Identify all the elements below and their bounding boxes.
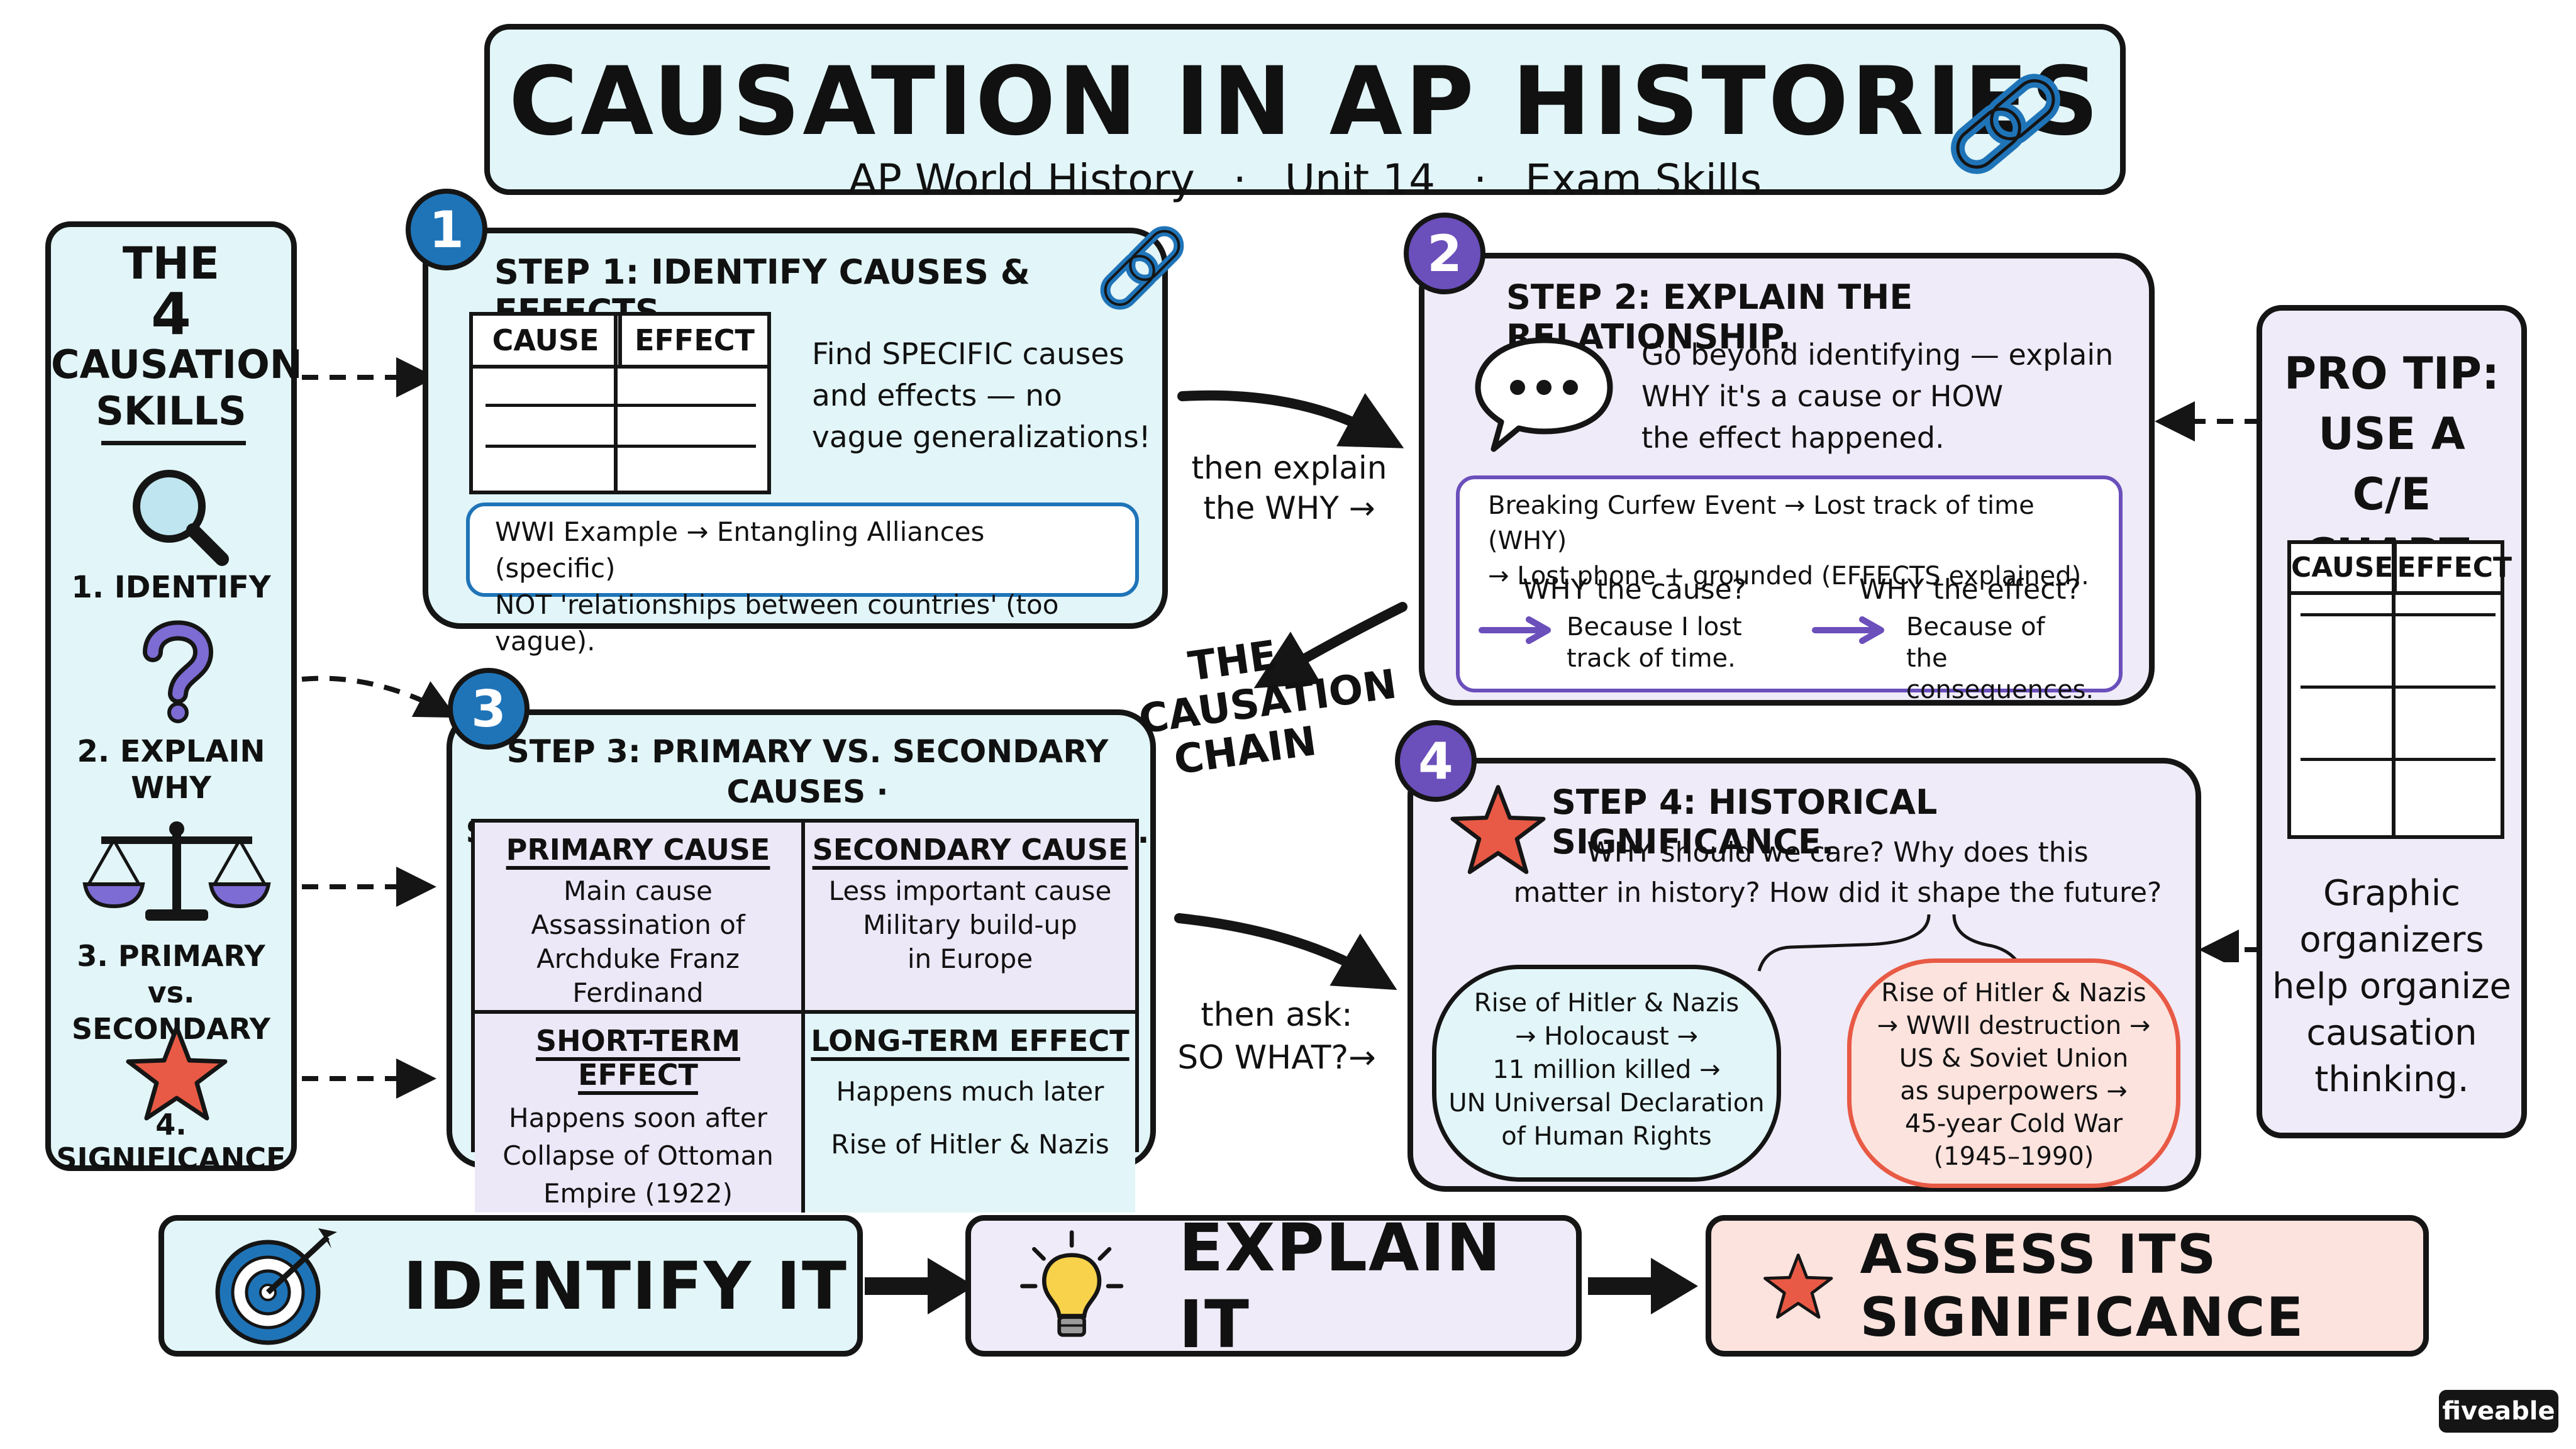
primary-cause-cell: PRIMARY CAUSE Main cause Assassination o… [475, 823, 805, 1014]
why-cause-question: WHY the cause? [1523, 574, 1747, 606]
skill-identify-label: 1. IDENTIFY [71, 570, 271, 605]
pro-tip-connector-arrows [2155, 401, 2261, 962]
step3-card: STEP 3: PRIMARY vs. SECONDARY CAUSES · S… [447, 709, 1156, 1213]
step1-description: Find SPECIFIC causes and effects — no va… [812, 337, 1151, 455]
step3-badge: 3 [448, 668, 530, 750]
step2-description: Go beyond identifying — explain WHY it's… [1641, 338, 2114, 455]
table-header-effect: EFFECT [2397, 552, 2512, 584]
step4-description: WHY should we care? Why does this matter… [1513, 836, 2162, 909]
why-effect-question: WHY the effect? [1859, 574, 2081, 606]
star-icon [126, 1025, 228, 1121]
balance-scale-icon [82, 821, 271, 921]
arrow-right-icon [1588, 1258, 1698, 1314]
causation-chain-label: THE CAUSATION CHAIN [1136, 632, 1400, 784]
significance-cloud-left: Rise of Hitler & Nazis → Holocaust → 11 … [1432, 965, 1781, 1182]
step1-example-box: WWI Example → Entangling Alliances (spec… [466, 502, 1139, 657]
step1-card: STEP 1: IDENTIFY CAUSES & EFFECTS. CAUSE… [423, 226, 1184, 657]
target-icon [215, 1228, 337, 1345]
sidebar-title: THE 4 CAUSATION SKILLS [51, 238, 303, 434]
lightbulb-icon [1020, 1230, 1124, 1337]
step4-badge: 4 [1395, 720, 1477, 802]
chain-link-icon [1951, 74, 2060, 174]
page-subtitle: AP World History · Unit 14 · Exam Skills [848, 155, 1762, 204]
table-header-cause: CAUSE [473, 316, 622, 365]
table-header-cause: CAUSE [2291, 544, 2397, 591]
page-title: CAUSATION IN AP HISTORIES [508, 47, 2102, 157]
assess-significance-label: ASSESS ITS SIGNIFICANCE [1860, 1223, 2305, 1349]
short-term-effect-cell: SHORT-TERM EFFECT Happens soon after Col… [475, 1014, 805, 1213]
why-cause-answer: Because I lost track of time. [1567, 613, 1742, 673]
star-icon [1763, 1253, 1833, 1319]
explain-it-box: EXPLAIN IT [965, 1209, 1582, 1363]
arrow-right-icon [1479, 616, 1551, 644]
step2-example-box: Breaking Curfew Event → Lost track of ti… [1456, 475, 2123, 704]
step4-card: STEP 4: HISTORICAL SIGNIFICANCE. WHY sho… [1407, 758, 2201, 1192]
assess-significance-box: ASSESS ITS SIGNIFICANCE [1706, 1215, 2429, 1357]
title-banner: CAUSATION IN AP HISTORIES AP World Histo… [484, 24, 2126, 204]
arrow-right-icon [1812, 616, 1884, 644]
step1-badge: 1 [406, 189, 487, 270]
subtitle-topic: Exam Skills [1525, 155, 1762, 204]
so-what-connector: then ask: SO WHAT?→ [1177, 996, 1376, 1077]
sidebar-connector-arrows [301, 357, 457, 1099]
fiveable-logo: fiveable [2439, 1390, 2558, 1433]
table-header-effect: EFFECT [635, 323, 755, 357]
step2-card: STEP 2: EXPLAIN THE RELATIONSHIP. Go bey… [1419, 253, 2155, 706]
subtitle-unit: Unit 14 [1284, 155, 1436, 204]
explain-it-label: EXPLAIN IT [1179, 1209, 1502, 1363]
secondary-cause-cell: SECONDARY CAUSE Less important cause Mil… [805, 823, 1135, 1014]
identify-it-box: IDENTIFY IT [158, 1215, 863, 1357]
magnifying-glass-icon [133, 470, 229, 566]
pro-tip-panel: PRO TIP: USE A C/E CHART. CAUSE EFFECT G… [2257, 305, 2527, 1138]
why-effect-answer: Because of the consequences. [1906, 613, 2094, 704]
significance-cloud-right: Rise of Hitler & Nazis → WWII destructio… [1847, 958, 2180, 1188]
question-mark-icon [143, 620, 214, 723]
causation-skills-sidebar: THE 4 CAUSATION SKILLS 1. IDENTIFY 2. EX… [45, 221, 303, 1175]
step1-cause-effect-table: CAUSE EFFECT [469, 312, 771, 494]
chain-link-icon [1100, 226, 1184, 310]
star-icon [1450, 785, 1546, 874]
sidebar-divider [101, 441, 246, 445]
skill-significance-label: 4. SIGNIFICANCE [56, 1108, 286, 1175]
flow-arrows [1174, 390, 1407, 991]
step3-grid: PRIMARY CAUSE Main cause Assassination o… [471, 819, 1139, 1213]
speech-bubble-icon [1475, 337, 1613, 452]
long-term-effect-cell: LONG-TERM EFFECT Happens much later Rise… [805, 1014, 1135, 1213]
pro-tip-text: Graphic organizers help organize causati… [2272, 873, 2511, 1100]
skill-explain-label: 2. EXPLAIN WHY [77, 734, 265, 806]
step4-title: STEP 4: HISTORICAL SIGNIFICANCE. [1552, 782, 1938, 862]
subtitle-course: AP World History [848, 155, 1195, 204]
arrow-right-icon [865, 1258, 975, 1314]
identify-it-label: IDENTIFY IT [403, 1247, 848, 1324]
step2-badge: 2 [1404, 213, 1485, 294]
explain-why-connector: then explain the WHY → [1191, 450, 1387, 526]
pro-tip-cause-effect-table: CAUSE EFFECT [2287, 540, 2512, 839]
